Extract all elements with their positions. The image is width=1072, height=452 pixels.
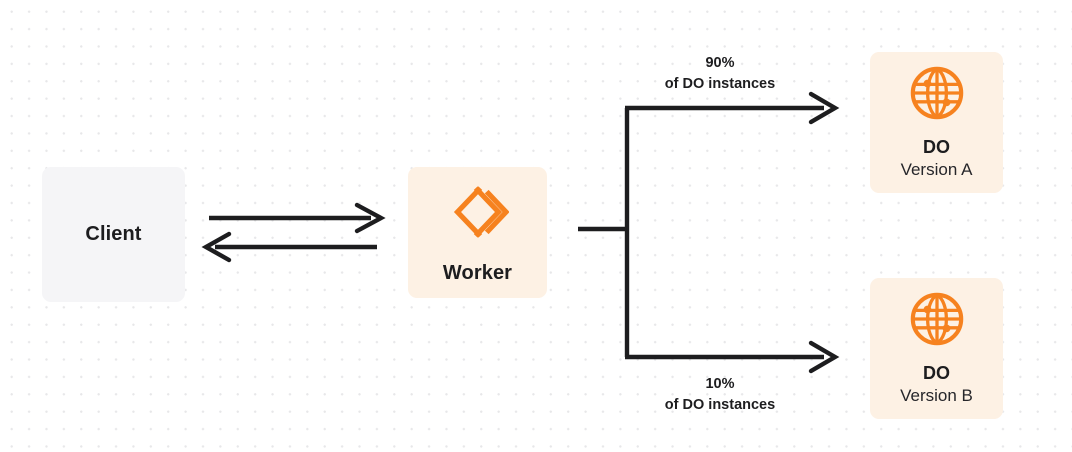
edge-label-do-b-description: of DO instances (664, 397, 776, 414)
worker-do-branch-connector (578, 91, 840, 374)
node-do-version-a[interactable]: DO Version A (870, 52, 1003, 193)
arrow-worker-to-do-b (625, 340, 840, 374)
node-do-version-a-label: DO (923, 136, 950, 157)
node-client[interactable]: Client (42, 167, 185, 302)
arrow-client-to-worker (209, 202, 386, 234)
arrow-worker-to-client (201, 231, 377, 263)
edge-label-do-a-description: of DO instances (664, 76, 776, 93)
node-client-label: Client (85, 223, 142, 245)
globe-icon (908, 290, 966, 353)
node-worker-label: Worker (442, 261, 513, 284)
cloudflare-workers-icon (447, 181, 510, 248)
arrow-worker-to-do-a (625, 91, 840, 125)
node-do-version-b-label: DO (923, 362, 950, 383)
node-do-version-b[interactable]: DO Version B (870, 278, 1003, 419)
globe-icon (908, 64, 966, 127)
node-worker[interactable]: Worker (408, 167, 547, 298)
client-worker-connector-group (201, 202, 386, 263)
edge-label-do-b: 10% of DO instances (610, 374, 830, 416)
node-do-version-b-sublabel: Version B (900, 386, 973, 406)
edge-label-do-a: 90% of DO instances (610, 53, 830, 95)
edge-label-do-b-percent: 10% (705, 376, 735, 392)
edge-label-do-a-percent: 90% (705, 55, 735, 71)
node-do-version-a-sublabel: Version A (900, 160, 973, 180)
